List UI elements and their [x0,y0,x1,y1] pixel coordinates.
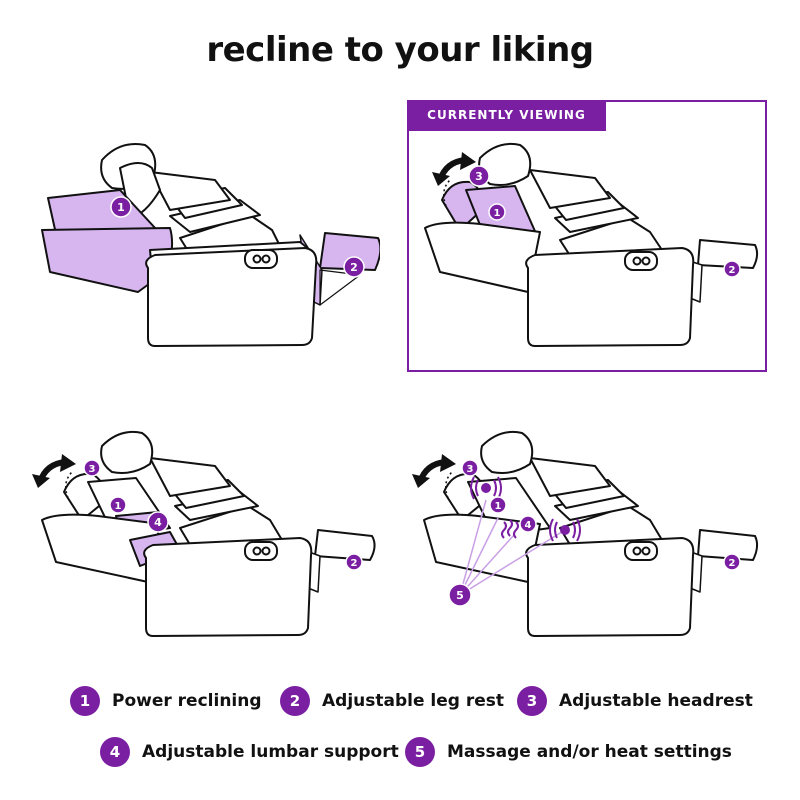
recliner-illustration: 1 2 [41,143,380,347]
badge-headrest: 3 [475,170,483,183]
feature-badges: 3 1 4 5 2 [448,459,741,607]
badge-leg-rest: 2 [351,558,358,569]
legend-label: Power reclining [112,691,262,711]
legend-number: 1 [70,686,100,716]
badge-headrest: 3 [89,464,96,475]
legend-item-power-reclining: 1 Power reclining [70,685,262,717]
legend-number: 5 [405,737,435,767]
recliner-panel-lumbar: 3 1 4 2 [20,410,380,670]
recliner-illustration: 3 1 4 5 2 [412,430,759,637]
recliner-panel-massage-heat: 3 1 4 5 2 [410,410,770,670]
badge-power-reclining: 1 [117,201,125,214]
heat-icon [501,519,519,539]
legend-item-headrest: 3 Adjustable headrest [517,685,753,717]
legend-number: 4 [100,737,130,767]
legend-item-massage-heat: 5 Massage and/or heat settings [405,736,732,768]
legend-item-leg-rest: 2 Adjustable leg rest [280,685,504,717]
feature-badges: 1 2 [110,196,365,278]
badge-lumbar: 4 [154,516,162,529]
massage-vibration-icon [470,476,581,542]
feature-badges: 3 1 2 [468,165,741,278]
legend-label: Adjustable lumbar support [142,742,399,762]
badge-power-reclining: 1 [495,501,502,512]
legend-label: Massage and/or heat settings [447,742,732,762]
badge-leg-rest: 2 [729,558,736,569]
badge-massage-heat: 5 [456,589,464,602]
currently-viewing-badge: CURRENTLY VIEWING [407,100,606,131]
recliner-illustration: 3 1 4 2 [32,430,376,637]
badge-power-reclining: 1 [115,501,122,512]
legend-number: 3 [517,686,547,716]
recliner-panel-power-reclining: 1 2 [20,120,380,380]
badge-lumbar: 4 [525,520,532,531]
recliner-illustration: 3 1 2 [424,142,759,347]
badge-headrest: 3 [467,464,474,475]
currently-viewing-frame [407,100,767,372]
feature-badges: 3 1 4 2 [83,459,363,571]
badge-power-reclining: 1 [494,208,501,219]
recliner-panel-headrest: 3 1 2 [410,120,770,380]
badge-leg-rest: 2 [729,265,736,276]
legend-item-lumbar-support: 4 Adjustable lumbar support [100,736,399,768]
legend-label: Adjustable leg rest [322,691,505,711]
badge-leg-rest: 2 [350,261,358,274]
page-title: recline to your liking [206,30,594,70]
legend-number: 2 [280,686,310,716]
legend-label: Adjustable headrest [559,691,753,711]
